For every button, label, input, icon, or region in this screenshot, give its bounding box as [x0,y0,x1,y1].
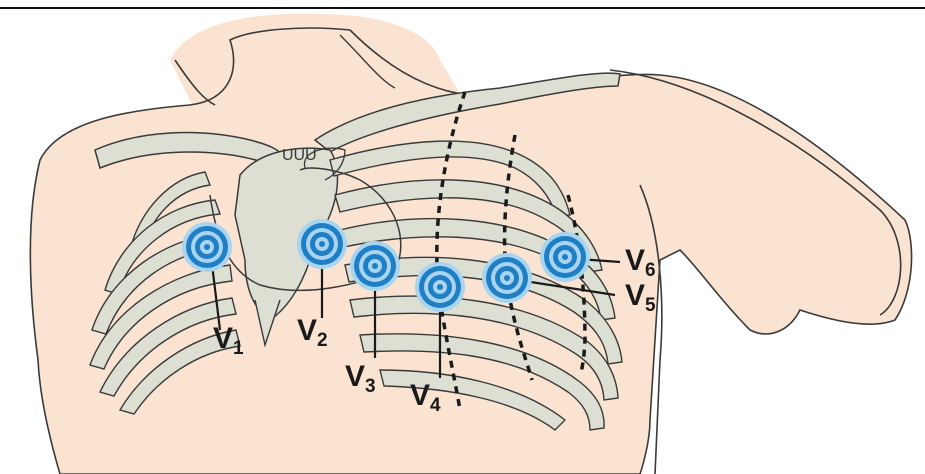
electrode-v4 [415,262,465,312]
electrode-v2 [297,219,347,269]
vessel-marks: UUU [282,147,317,164]
electrode-v5 [482,253,532,303]
electrode-v1 [182,222,232,272]
electrode-v3 [350,241,400,291]
electrode-v6 [540,232,590,282]
